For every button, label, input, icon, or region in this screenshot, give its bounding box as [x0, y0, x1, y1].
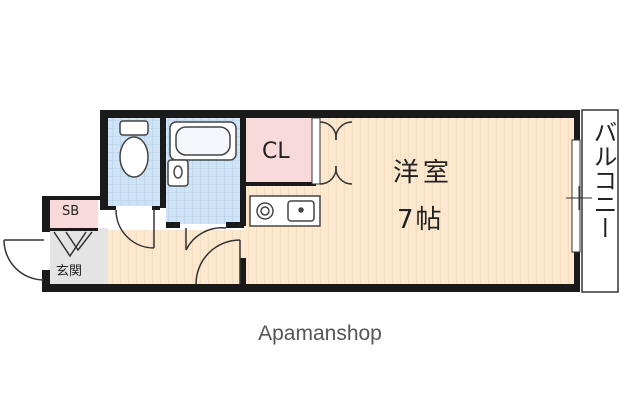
balcony-label: バルコニー: [589, 120, 617, 240]
bathtub-fixture: [169, 121, 237, 161]
door-swings: [3, 121, 353, 285]
closet-area: [244, 118, 316, 186]
western-room-label: 洋室: [393, 158, 454, 188]
shoe-box-area: [50, 200, 98, 228]
entrance-area: [50, 228, 108, 286]
washbasin-fixture: [167, 159, 189, 187]
balcony: [566, 109, 619, 293]
hallway-floor: [108, 230, 246, 286]
kitchen-counter: [249, 195, 321, 227]
entrance-label: 玄関: [56, 264, 83, 279]
western-room-size: 7帖: [397, 205, 444, 235]
shoe-box-label: SB: [62, 204, 80, 219]
toilet-fixture: [119, 120, 149, 178]
windows: [311, 117, 581, 253]
watermark-text: Apamanshop: [258, 322, 382, 345]
closet-label: CL: [262, 139, 290, 164]
